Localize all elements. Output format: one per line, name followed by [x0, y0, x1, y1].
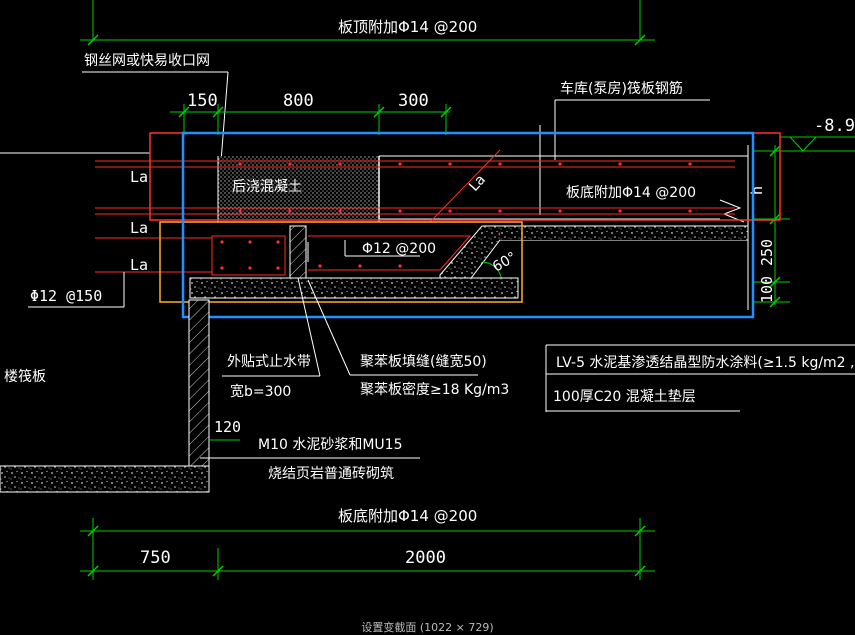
highlight-blue-box[interactable] [181, 131, 755, 319]
mortar-note: M10 水泥砂浆和MU15 烧结页岩普通砖砌筑 [200, 437, 420, 482]
label-eps-1: 聚苯板填缝(缝宽50) [360, 353, 487, 370]
label-la-1: La [130, 168, 148, 186]
label-la-3: La [130, 256, 148, 274]
label-angle: 60° [490, 249, 520, 275]
label-cushion-dim: 100 [758, 276, 776, 303]
mesh-leader: 钢丝网或快易收口网 [82, 53, 229, 201]
right-dimension: h 250 100 [748, 145, 790, 308]
label-eps-2: 聚苯板密度≥18 Kg/m3 [360, 381, 509, 398]
label-mesh: 钢丝网或快易收口网 [84, 53, 210, 69]
eps-leader: 聚苯板填缝(缝宽50) 聚苯板密度≥18 Kg/m3 [307, 279, 509, 398]
label-mortar-2: 烧结页岩普通砖砌筑 [268, 466, 394, 482]
label-la-2: La [130, 219, 148, 237]
label-bottom-rebar-inner: 板底附加Φ14 @200 [566, 185, 696, 201]
top-dimension: 板顶附加Φ14 @200 [80, 0, 655, 46]
waterstop-leader: 外贴式止水带 宽b=300 [222, 277, 321, 400]
label-elevation: -8.95 [814, 116, 855, 136]
dim-800: 800 [283, 91, 314, 111]
label-slab-dim: 250 [758, 239, 776, 266]
dist-rebar-leader: Φ12 @150 [28, 272, 125, 308]
dim-300: 300 [398, 91, 429, 111]
dim-150: 150 [187, 91, 218, 111]
label-garage-rebar: 车库(泵房)筏板钢筋 [560, 80, 683, 97]
label-raft: 楼筏板 [4, 368, 46, 385]
status-caption: 设置变截面 (1022 × 729) [361, 621, 494, 634]
bottom-dimension: 板底附加Φ14 @200 750 2000 [80, 507, 655, 580]
garage-rebar-leader: 车库(泵房)筏板钢筋 [539, 80, 710, 215]
dim-750: 750 [140, 548, 171, 568]
label-top-rebar: 板顶附加Φ14 @200 [338, 18, 477, 36]
slab-section: 后浇混凝土 板底附加Φ14 @200 La La La La [95, 145, 749, 310]
label-wall-thk: 120 [214, 418, 241, 436]
label-mortar-1: M10 水泥砂浆和MU15 [258, 437, 402, 453]
label-dist-rebar: Φ12 @150 [30, 287, 102, 305]
label-la-diagonal: La [466, 172, 489, 195]
brick-wall: 楼筏板 120 [0, 299, 241, 493]
dim-2000: 2000 [405, 548, 446, 568]
label-post-cast: 后浇混凝土 [232, 179, 302, 195]
label-stirrup: Φ12 @200 [362, 241, 436, 257]
label-h: h [748, 186, 766, 195]
label-cushion: 100厚C20 混凝土垫层 [553, 389, 696, 405]
elevation-mark: -8.95 [752, 116, 855, 152]
label-coating: LV-5 水泥基渗透结晶型防水涂料(≥1.5 kg/m2 ,干膜 [556, 354, 855, 371]
coating-note: LV-5 水泥基渗透结晶型防水涂料(≥1.5 kg/m2 ,干膜 100厚C20… [545, 344, 855, 412]
highlight-orange-box[interactable] [159, 221, 523, 303]
label-waterstop-1: 外贴式止水带 [227, 354, 311, 370]
label-waterstop-2: 宽b=300 [230, 383, 291, 400]
label-bottom-rebar: 板底附加Φ14 @200 [338, 507, 477, 525]
segment-dimension: 150 800 300 [170, 91, 452, 135]
